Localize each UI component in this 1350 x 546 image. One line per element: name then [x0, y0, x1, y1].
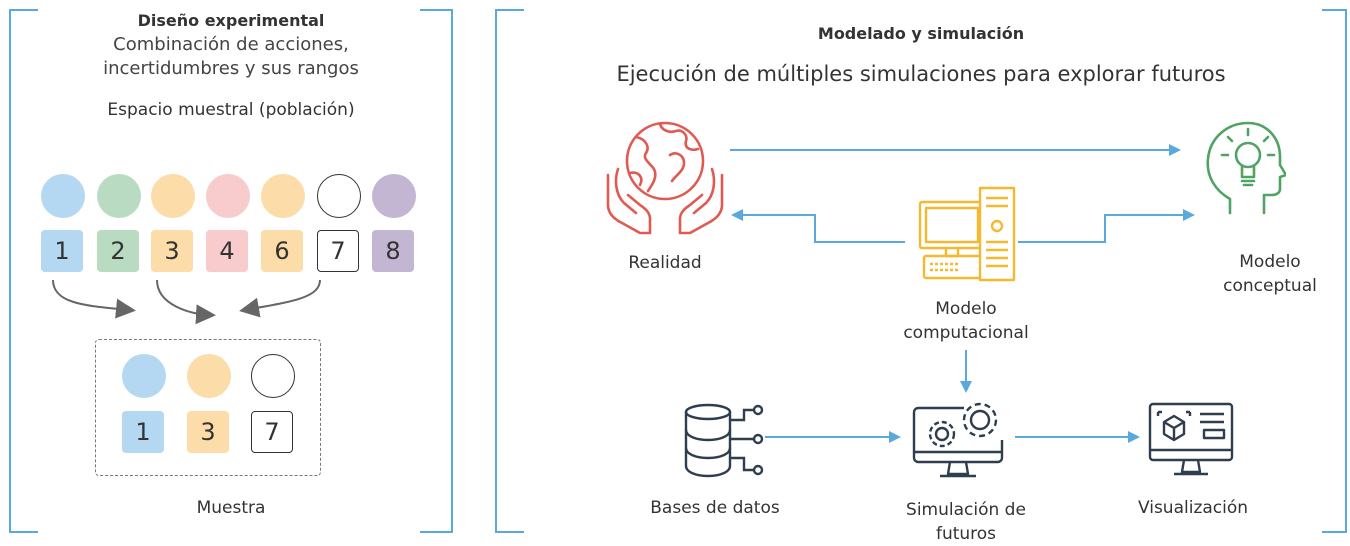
population-label: Espacio muestral (población): [107, 100, 355, 120]
population-circle: [206, 174, 250, 218]
sample-circle: [187, 354, 231, 398]
population-box: 8: [372, 230, 414, 272]
population-box: 7: [317, 230, 359, 272]
databases-label: Bases de datos: [650, 498, 780, 518]
population-circle: [41, 174, 85, 218]
sample-box: 1: [122, 411, 164, 453]
population-circle: [261, 174, 305, 218]
arrow-computer-to-reality: [731, 209, 905, 243]
sampling-arrows: [52, 279, 321, 325]
right-panel-subtitle: Ejecución de múltiples simulaciones para…: [616, 62, 1226, 86]
conceptual-label-line1: Modelo: [1239, 252, 1301, 272]
monitor-cube-icon: [1148, 402, 1234, 476]
left-panel-subtitle-line2: incertidumbres y sus rangos: [103, 58, 359, 79]
sample-container: [95, 339, 321, 476]
population-box: 6: [261, 230, 303, 272]
population-circle: [97, 174, 141, 218]
head-lightbulb-icon: [1206, 121, 1286, 215]
population-circle: [151, 174, 195, 218]
conceptual-label-line2: conceptual: [1223, 276, 1317, 296]
left-panel-bracket: [9, 9, 453, 533]
right-panel-bracket: [495, 9, 1347, 533]
population-circle: [317, 174, 361, 218]
sample-label: Muestra: [196, 498, 266, 518]
left-panel-subtitle-line1: Combinación de acciones,: [113, 34, 349, 55]
computational-label: Modelo computacional: [886, 297, 1046, 345]
population-box: 4: [206, 230, 248, 272]
left-panel-title: Diseño experimental: [137, 11, 325, 30]
simulation-label: Simulación de futuros: [876, 498, 1056, 546]
reality-label: Realidad: [628, 253, 702, 273]
monitor-gears-icon: [912, 402, 1004, 478]
population-box: 2: [97, 230, 139, 272]
simulation-label-line1: Simulación de: [906, 500, 1026, 520]
sample-circle: [251, 354, 295, 398]
simulation-label-line2: futuros: [935, 524, 997, 544]
connector-layer: [9, 9, 1347, 533]
population-box: 3: [151, 230, 193, 272]
visualization-label: Visualización: [1137, 498, 1249, 518]
population-box: 1: [41, 230, 83, 272]
sample-box: 7: [251, 411, 293, 453]
conceptual-label: Modelo conceptual: [1220, 250, 1320, 298]
population-circle: [372, 174, 416, 218]
desktop-computer-icon: [918, 186, 1016, 282]
computational-label-line1: Modelo: [935, 299, 997, 319]
flow-arrows: [730, 144, 1195, 443]
right-panel-title: Modelado y simulación: [817, 24, 1025, 43]
computational-label-line2: computacional: [903, 323, 1029, 343]
sample-circle: [122, 354, 166, 398]
database-icon: [684, 403, 764, 478]
globe-hands-icon: [606, 121, 724, 235]
sample-box: 3: [187, 411, 229, 453]
arrow-computer-to-conceptual: [1018, 209, 1195, 243]
